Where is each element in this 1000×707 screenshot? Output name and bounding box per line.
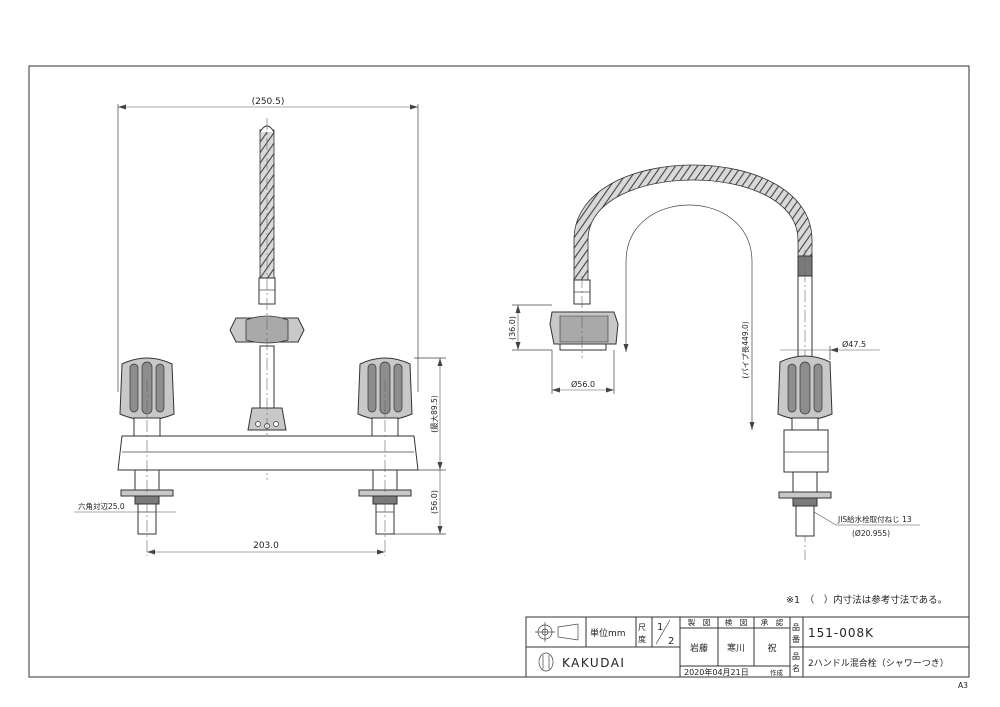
drawing-date: 2020年04月21日 [684, 667, 749, 677]
role-approved: 承 認 [761, 617, 784, 627]
part-no-label-2: 番 [792, 634, 800, 644]
part-name: 2ハンドル混合栓（シャワーつき） [808, 657, 949, 669]
side-shower-hose [573, 164, 813, 283]
faucet-base [117, 435, 419, 471]
name-approved: 祝 [767, 642, 776, 654]
name-checked: 寒川 [727, 642, 745, 654]
role-drafted: 製 図 [688, 617, 711, 627]
brand-logo: KAKUDAI [538, 652, 625, 672]
side-handle [777, 355, 833, 421]
projection-symbol-icon [535, 622, 579, 642]
dim-pipe-length: (パイプ長449.0) [741, 321, 750, 378]
scale-denominator: 2 [668, 636, 674, 647]
dim-handle-diameter: Ø47.5 [842, 339, 866, 349]
part-name-label-1: 品 [792, 652, 800, 661]
drawing-border [28, 65, 970, 678]
scale-numerator: 1 [657, 622, 663, 633]
part-name-label-2: 名 [792, 663, 800, 673]
sheet-size: A3 [958, 681, 968, 690]
dim-max-height: (最大89.5) [429, 395, 439, 433]
part-no-label-1: 品 [792, 623, 800, 632]
reference-note: ※1 （ ）内寸法は参考寸法である。 [786, 594, 947, 606]
scale-label-2: 度 [638, 634, 646, 644]
dim-head-height: (36.0) [508, 316, 517, 340]
date-suffix: 作成 [770, 668, 784, 677]
side-view: (パイプ長449.0) (36.0) Ø56.0 [508, 164, 920, 560]
dim-overall-width: (250.5) [252, 97, 285, 107]
unit-label: 単位mm [590, 627, 626, 639]
role-checked: 検 図 [725, 617, 748, 627]
dim-base-height: (56.0) [430, 490, 439, 514]
title-block: 単位mm 尺 度 1 2 製 図 検 図 承 認 岩藤 寒川 祝 2020年04… [525, 616, 970, 678]
dim-handle-spacing: 203.0 [253, 541, 279, 551]
dim-hex-width: 六角対辺25.0 [78, 501, 125, 511]
dim-head-diameter: Ø56.0 [571, 379, 595, 389]
dim-thread-diameter: (Ø20.955) [852, 529, 890, 538]
dim-thread-spec: JIS給水栓取付ねじ 13 [837, 514, 912, 524]
part-number: 151-008K [808, 626, 874, 640]
name-drafted: 岩藤 [690, 642, 708, 654]
brand-name: KAKUDAI [562, 656, 625, 670]
front-view: (250.5) [74, 97, 446, 556]
scale-label-1: 尺 [638, 623, 646, 632]
